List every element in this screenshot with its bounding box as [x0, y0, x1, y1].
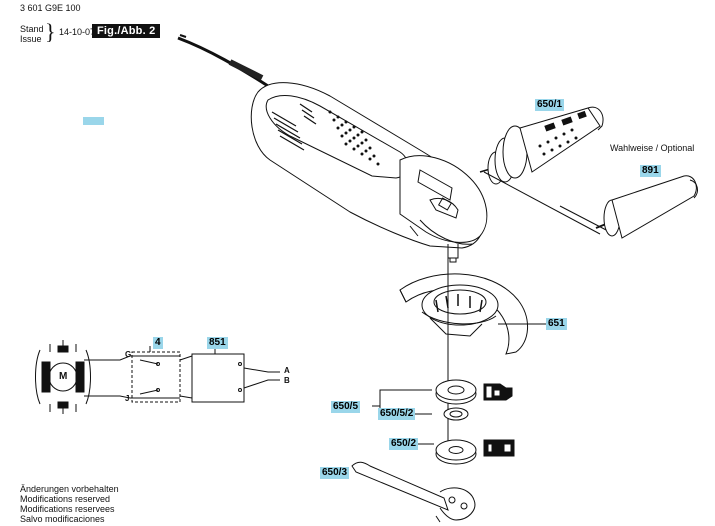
grinder-body	[250, 82, 488, 263]
label-851: 851	[207, 337, 228, 349]
flange	[435, 379, 513, 421]
side-handle	[479, 106, 604, 185]
label-650-5: 650/5	[331, 401, 361, 413]
footer-note-fr: Modifications reservees	[20, 504, 115, 514]
label-4: 4	[153, 337, 163, 349]
motor-label: M	[59, 371, 68, 382]
part-number: 3 601 G9E 100	[20, 3, 81, 13]
terminal-a: A	[284, 366, 290, 375]
terminal-g: G	[125, 350, 132, 359]
label-650-3: 650/3	[320, 467, 350, 479]
footer-note-en: Modifications reserved	[20, 494, 111, 504]
label-650-5-2: 650/5/2	[378, 408, 416, 420]
spanner	[351, 461, 476, 523]
wiring-diagram	[35, 340, 280, 414]
figure-label: Fig./Abb. 2	[92, 24, 161, 38]
label-891: 891	[640, 165, 661, 177]
stand-label: Stand	[20, 24, 44, 34]
label-650-2: 650/2	[389, 438, 419, 450]
label-651: 651	[546, 318, 567, 330]
footer-note-de: Änderungen vorbehalten	[20, 484, 119, 494]
issue-date: 14-10-07	[59, 27, 96, 37]
terminal-j: J	[125, 394, 130, 403]
footer-note-es: Salvo modificaciones	[20, 514, 105, 524]
wheel-guard	[399, 258, 529, 460]
alt-side-handle	[595, 175, 698, 239]
header-brace: }	[45, 19, 56, 44]
color-swatch	[83, 117, 104, 125]
power-cord	[177, 34, 269, 88]
issue-label: Issue	[20, 34, 42, 44]
label-650-1: 650/1	[535, 99, 565, 111]
clamping-nut	[435, 439, 515, 465]
terminal-b: B	[284, 376, 290, 385]
optional-label: Wahlweise / Optional	[610, 143, 695, 153]
